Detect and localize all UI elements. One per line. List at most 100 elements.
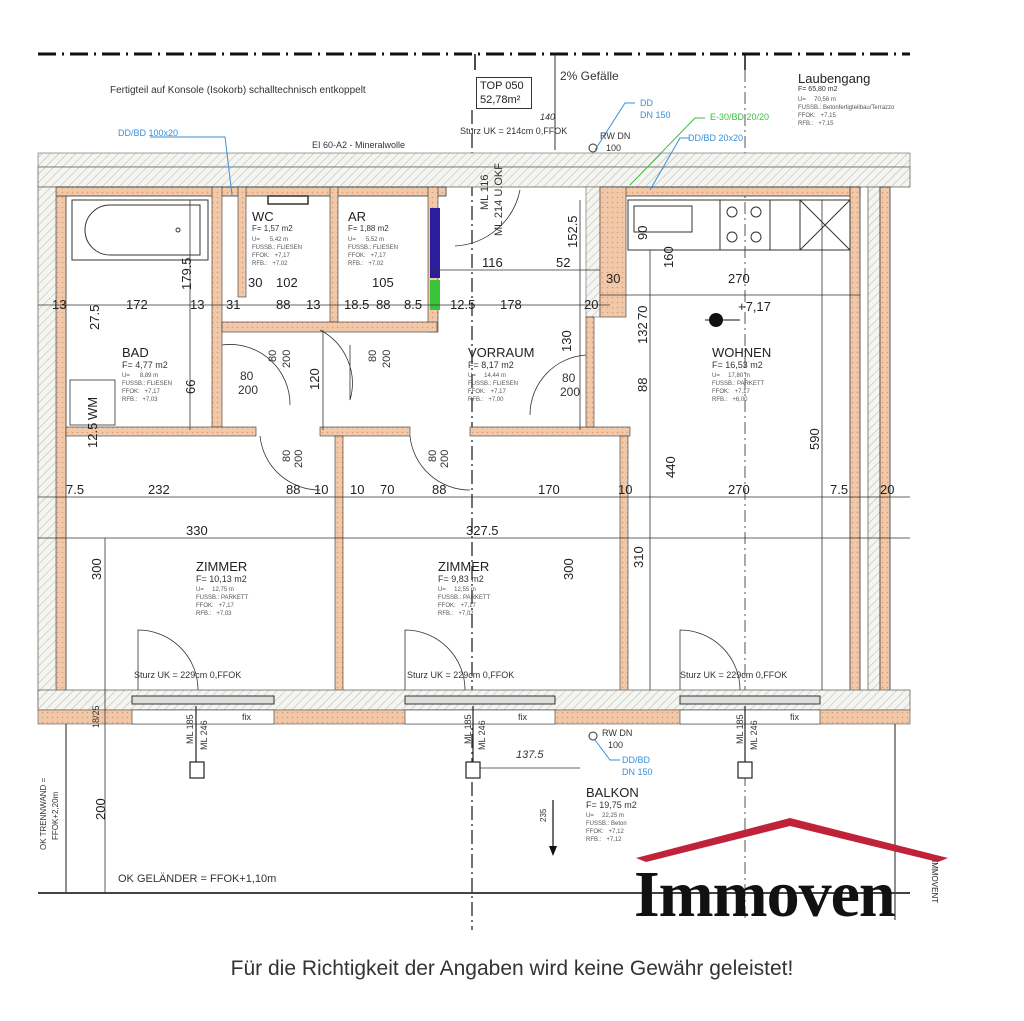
room-vorraum-area: F= 8,17 m2 bbox=[468, 360, 514, 370]
room-zimmer1-name: ZIMMER bbox=[196, 559, 248, 574]
dim-300a: 300 bbox=[89, 558, 104, 580]
slope-note: 2% Gefälle bbox=[560, 69, 619, 83]
laubengang-meta: U= 70,56 m FUSSB.: Betonfertigteilbau/Te… bbox=[798, 97, 895, 127]
logo-side-text: IMMOVENT bbox=[930, 860, 939, 904]
dim-172: 172 bbox=[126, 297, 148, 312]
room-wc-name: WC bbox=[252, 209, 274, 224]
dim-130: 130 bbox=[559, 330, 574, 352]
dim-179-5: 179.5 bbox=[179, 257, 194, 290]
dim-20a: 20 bbox=[584, 297, 599, 312]
green-duct-note: E-30/BD 20/20 bbox=[710, 112, 770, 122]
dim-10d: 10 bbox=[618, 482, 633, 497]
partition-note-a: OK TRENNWAND = bbox=[39, 777, 48, 850]
dim-10c: 10 bbox=[350, 482, 365, 497]
door-bad-width: 80 bbox=[240, 369, 254, 383]
dim-13c: 13 bbox=[306, 297, 321, 312]
dim-30c: 30 bbox=[606, 271, 621, 286]
dim-137-5: 137.5 bbox=[516, 749, 544, 761]
rw-dn-note: RW DN bbox=[600, 131, 631, 141]
dim-88a: 88 bbox=[276, 297, 291, 312]
room-bad-name: BAD bbox=[122, 345, 149, 360]
balcony-rw-note: RW DN bbox=[602, 728, 633, 738]
dim-52: 52 bbox=[556, 255, 571, 270]
window1-fix: fix bbox=[242, 712, 251, 722]
door-wc-width: 80 bbox=[267, 349, 279, 362]
dim-160: 160 bbox=[661, 246, 676, 268]
dim-105: 105 bbox=[372, 275, 394, 290]
window3-ml1: ML 185 bbox=[735, 714, 745, 744]
room-zimmer2-meta: U= 12,55 m FUSSB.: PARKETT FFOK: +7,17 R… bbox=[438, 587, 491, 617]
dim-70: 70 bbox=[635, 305, 650, 320]
immoven-logo: Immoven IMMOVENT bbox=[630, 818, 950, 938]
dim-7-5a: 7.5 bbox=[66, 482, 85, 497]
laubengang-name: Laubengang bbox=[798, 71, 871, 86]
dim-120: 120 bbox=[307, 368, 322, 390]
dim-116: 116 bbox=[482, 255, 503, 270]
balcony-rw-value: 100 bbox=[608, 740, 624, 750]
wm-label: WM bbox=[85, 396, 100, 420]
window1-ml2: ML 246 bbox=[199, 720, 209, 750]
console-note: Fertigteil auf Konsole (Isokorb) schallt… bbox=[110, 85, 366, 96]
window1-ml1: ML 185 bbox=[185, 714, 195, 744]
dim-27-5: 27.5 bbox=[87, 304, 102, 330]
lintel-zimmer1: Sturz UK = 229cm 0,FFOK bbox=[134, 670, 242, 680]
room-wc-meta: U= 5,42 m FUSSB.: FLIESEN FFOK: +7,17 RF… bbox=[252, 237, 303, 267]
dim-440: 440 bbox=[663, 456, 678, 478]
dim-232: 232 bbox=[148, 482, 170, 497]
dim-300b: 300 bbox=[561, 558, 576, 580]
room-balkon-name: BALKON bbox=[586, 785, 639, 800]
dim-270a: 270 bbox=[728, 271, 750, 286]
room-ar-meta: U= 5,52 m FUSSB.: FLIESEN FFOK: +7,17 RF… bbox=[348, 237, 399, 267]
door-ar-height: 200 bbox=[381, 349, 393, 368]
dim-590: 590 bbox=[807, 428, 822, 450]
dim-88b: 88 bbox=[376, 297, 391, 312]
fire-wall-note: EI 60-A2 - Mineralwolle bbox=[312, 140, 406, 150]
room-balkon-meta: U= 22,25 m FUSSB.: Beton FFOK: +7,12 RFB… bbox=[586, 813, 627, 843]
door-vorraum-width: 80 bbox=[562, 371, 576, 385]
door-zimmer2-width: 80 bbox=[427, 449, 439, 462]
room-wohnen-area: F= 16,53 m2 bbox=[712, 360, 763, 370]
balcony-ddbd-note: DD/BD bbox=[622, 755, 651, 765]
room-ar-name: AR bbox=[348, 209, 367, 224]
dim-13a: 13 bbox=[52, 297, 67, 312]
dim-88e: 88 bbox=[432, 482, 447, 497]
lintel-zimmer2: Sturz UK = 229cm 0,FFOK bbox=[407, 670, 515, 680]
room-balkon-area: F= 19,75 m2 bbox=[586, 800, 637, 810]
disclaimer-text: Für die Richtigkeit der Angaben wird kei… bbox=[230, 957, 794, 980]
room-ar-area: F= 1,88 m2 bbox=[348, 224, 389, 233]
room-zimmer1-meta: U= 12,75 m FUSSB.: PARKETT FFOK: +7,17 R… bbox=[196, 587, 249, 617]
entry-ml-a: ML 116 bbox=[479, 174, 491, 210]
dim-152-5: 152.5 bbox=[565, 215, 580, 248]
dim-330: 330 bbox=[186, 523, 208, 538]
room-zimmer1-area: F= 10,13 m2 bbox=[196, 574, 247, 584]
dd-note: DD bbox=[640, 98, 653, 108]
dim-88d: 88 bbox=[286, 482, 301, 497]
laubengang-area: F= 65,80 m2 bbox=[798, 86, 838, 93]
dim-310: 310 bbox=[631, 546, 646, 568]
room-bad-area: F= 4,77 m2 bbox=[122, 360, 168, 370]
door-ar-width: 80 bbox=[367, 349, 379, 362]
dim-327-5: 327.5 bbox=[466, 523, 499, 538]
dim-7-5b: 7.5 bbox=[830, 482, 849, 497]
dim-178: 178 bbox=[500, 297, 522, 312]
dim-170: 170 bbox=[538, 482, 560, 497]
door-zimmer1-height: 200 bbox=[293, 449, 305, 468]
dim-13b: 13 bbox=[190, 297, 205, 312]
room-zimmer2-area: F= 9,83 m2 bbox=[438, 574, 484, 584]
dim-12-5-wm: 12.5 bbox=[85, 422, 100, 448]
ddbd-100x20-note: DD/BD 100x20 bbox=[118, 128, 179, 138]
dim-8-5: 8.5 bbox=[404, 297, 423, 312]
room-vorraum-name: VORRAUM bbox=[468, 345, 535, 360]
room-zimmer2-name: ZIMMER bbox=[438, 559, 490, 574]
lintel-top-note: Sturz UK = 214cm 0,FFOK bbox=[460, 126, 568, 136]
dim-102: 102 bbox=[276, 275, 298, 290]
partition-note-b: FFOK+2,20m bbox=[51, 791, 60, 840]
dim-18-25: 18/25 bbox=[91, 705, 101, 728]
door-zimmer2-height: 200 bbox=[439, 449, 451, 468]
window2-fix: fix bbox=[518, 712, 527, 722]
dn150-note: DN 150 bbox=[640, 110, 671, 120]
door-bad-height: 200 bbox=[238, 383, 259, 397]
unit-area: 52,78m² bbox=[480, 94, 521, 106]
room-wohnen-meta: U= 17,80 m FUSSB.: PARKETT FFOK: +7,17 R… bbox=[712, 373, 765, 403]
logo-wordmark: Immoven bbox=[634, 858, 896, 931]
